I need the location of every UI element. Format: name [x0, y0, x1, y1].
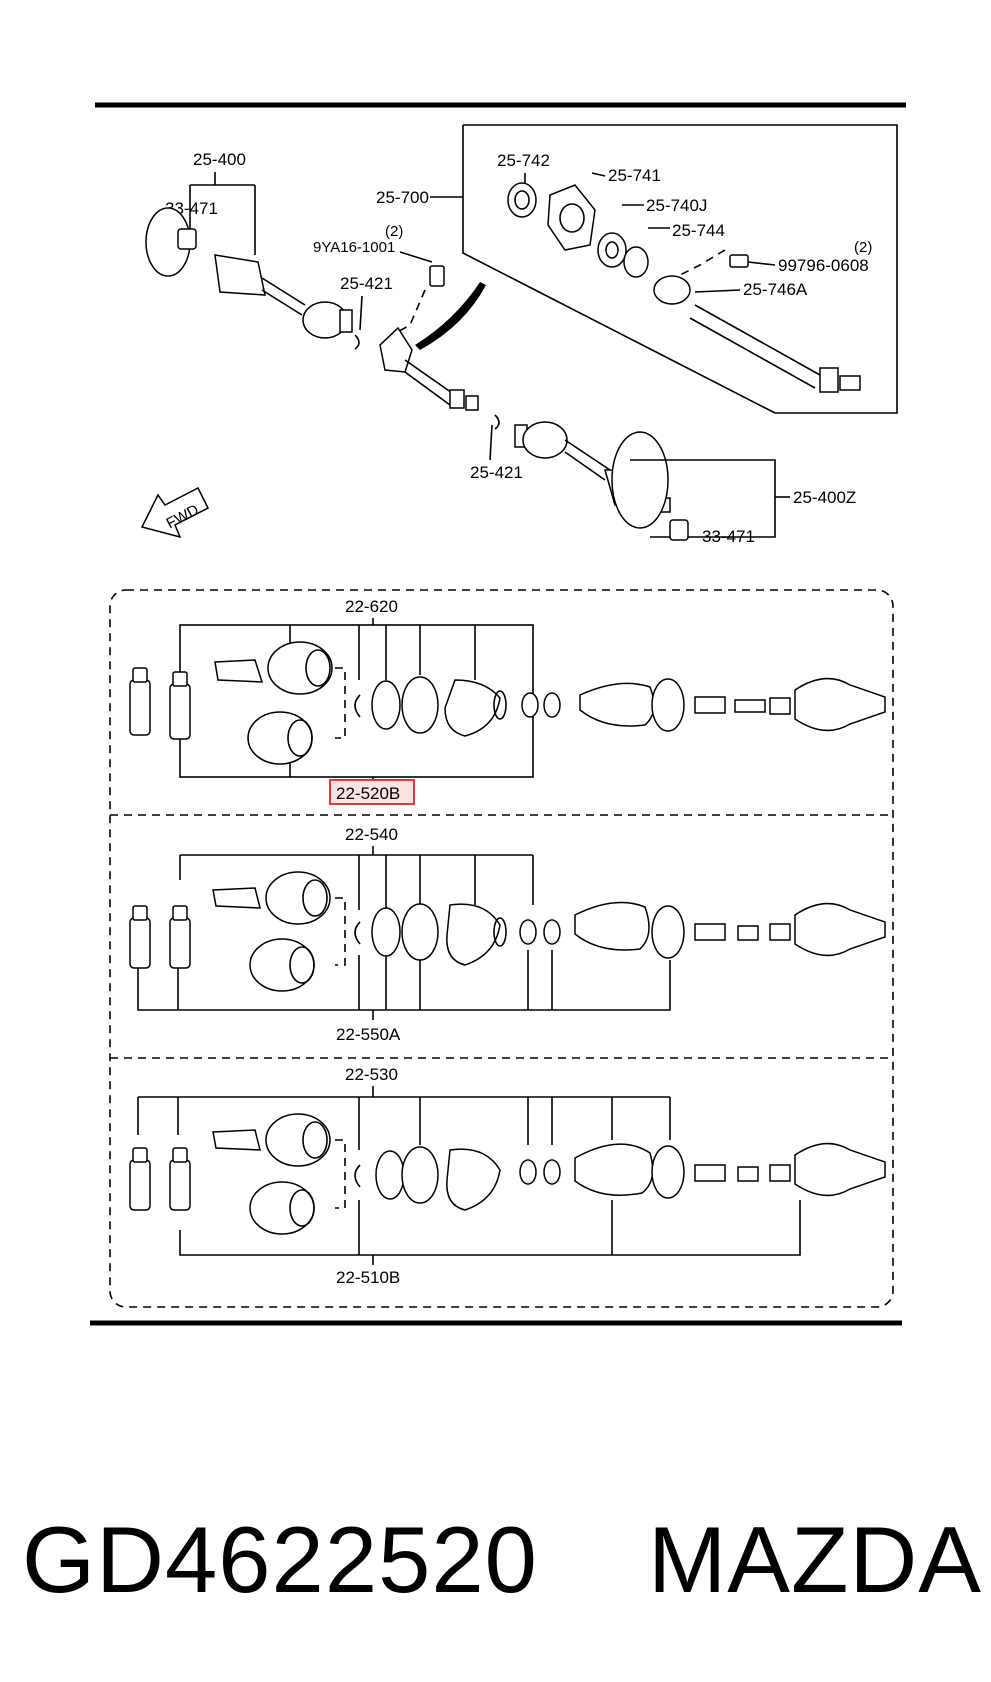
label-99796: 99796-0608	[778, 256, 869, 275]
label-33-471-bot: 33-471	[702, 527, 755, 546]
label-22-550a: 22-550A	[336, 1025, 401, 1044]
bearing-housing-25-741	[547, 184, 596, 251]
bearing-25-740j	[597, 232, 627, 268]
label-25-742: 25-742	[497, 151, 550, 170]
kit-row-22-530: 22-530 22-51	[129, 1065, 886, 1287]
frame-25-700	[462, 124, 898, 414]
label-22-620: 22-620	[345, 597, 398, 616]
dust-seal-25-746a	[653, 275, 691, 305]
label-25-421-top: 25-421	[340, 274, 393, 293]
kit-frame	[109, 589, 894, 1308]
label-22-530: 22-530	[345, 1065, 398, 1084]
label-25-746a: 25-746A	[743, 280, 808, 299]
highlight-box	[329, 779, 415, 805]
label-25-740j: 25-740J	[646, 196, 707, 215]
top-assembly: 25-700 25-400 33-471 25-421 (2) 9YA16-10…	[140, 124, 898, 546]
label-9ya16: 9YA16-1001	[313, 239, 395, 256]
parts-diagram: 25-700 25-400 33-471 25-421 (2) 9YA16-10…	[90, 102, 906, 1326]
snap-ring-25-744	[623, 246, 649, 278]
label-22-540: 22-540	[345, 825, 398, 844]
kit-row-22-620: 22-620 22-520B	[129, 597, 886, 805]
label-22-510b: 22-510B	[336, 1268, 400, 1287]
label-25-400z: 25-400Z	[793, 488, 856, 507]
bearing-support	[379, 326, 413, 373]
label-99796-qty: (2)	[854, 239, 872, 256]
right-inner-joint	[522, 421, 568, 459]
label-25-421-bot: 25-421	[470, 463, 523, 482]
part-number: GD4622520	[22, 1507, 538, 1612]
label-25-744: 25-744	[672, 221, 725, 240]
label-22-520b: 22-520B	[336, 784, 400, 803]
seal-25-742	[507, 182, 537, 218]
fwd-arrow-icon: FWD	[140, 486, 210, 539]
brand-name: MAZDA	[648, 1507, 982, 1612]
label-9ya16-qty: (2)	[385, 223, 403, 240]
caption: GD4622520 MAZDA	[22, 1505, 982, 1615]
label-25-400: 25-400	[193, 150, 246, 169]
right-hub	[611, 431, 669, 529]
label-25-741: 25-741	[608, 166, 661, 185]
kit-row-22-540: 22-540	[129, 825, 886, 1044]
label-25-700: 25-700	[376, 188, 429, 207]
